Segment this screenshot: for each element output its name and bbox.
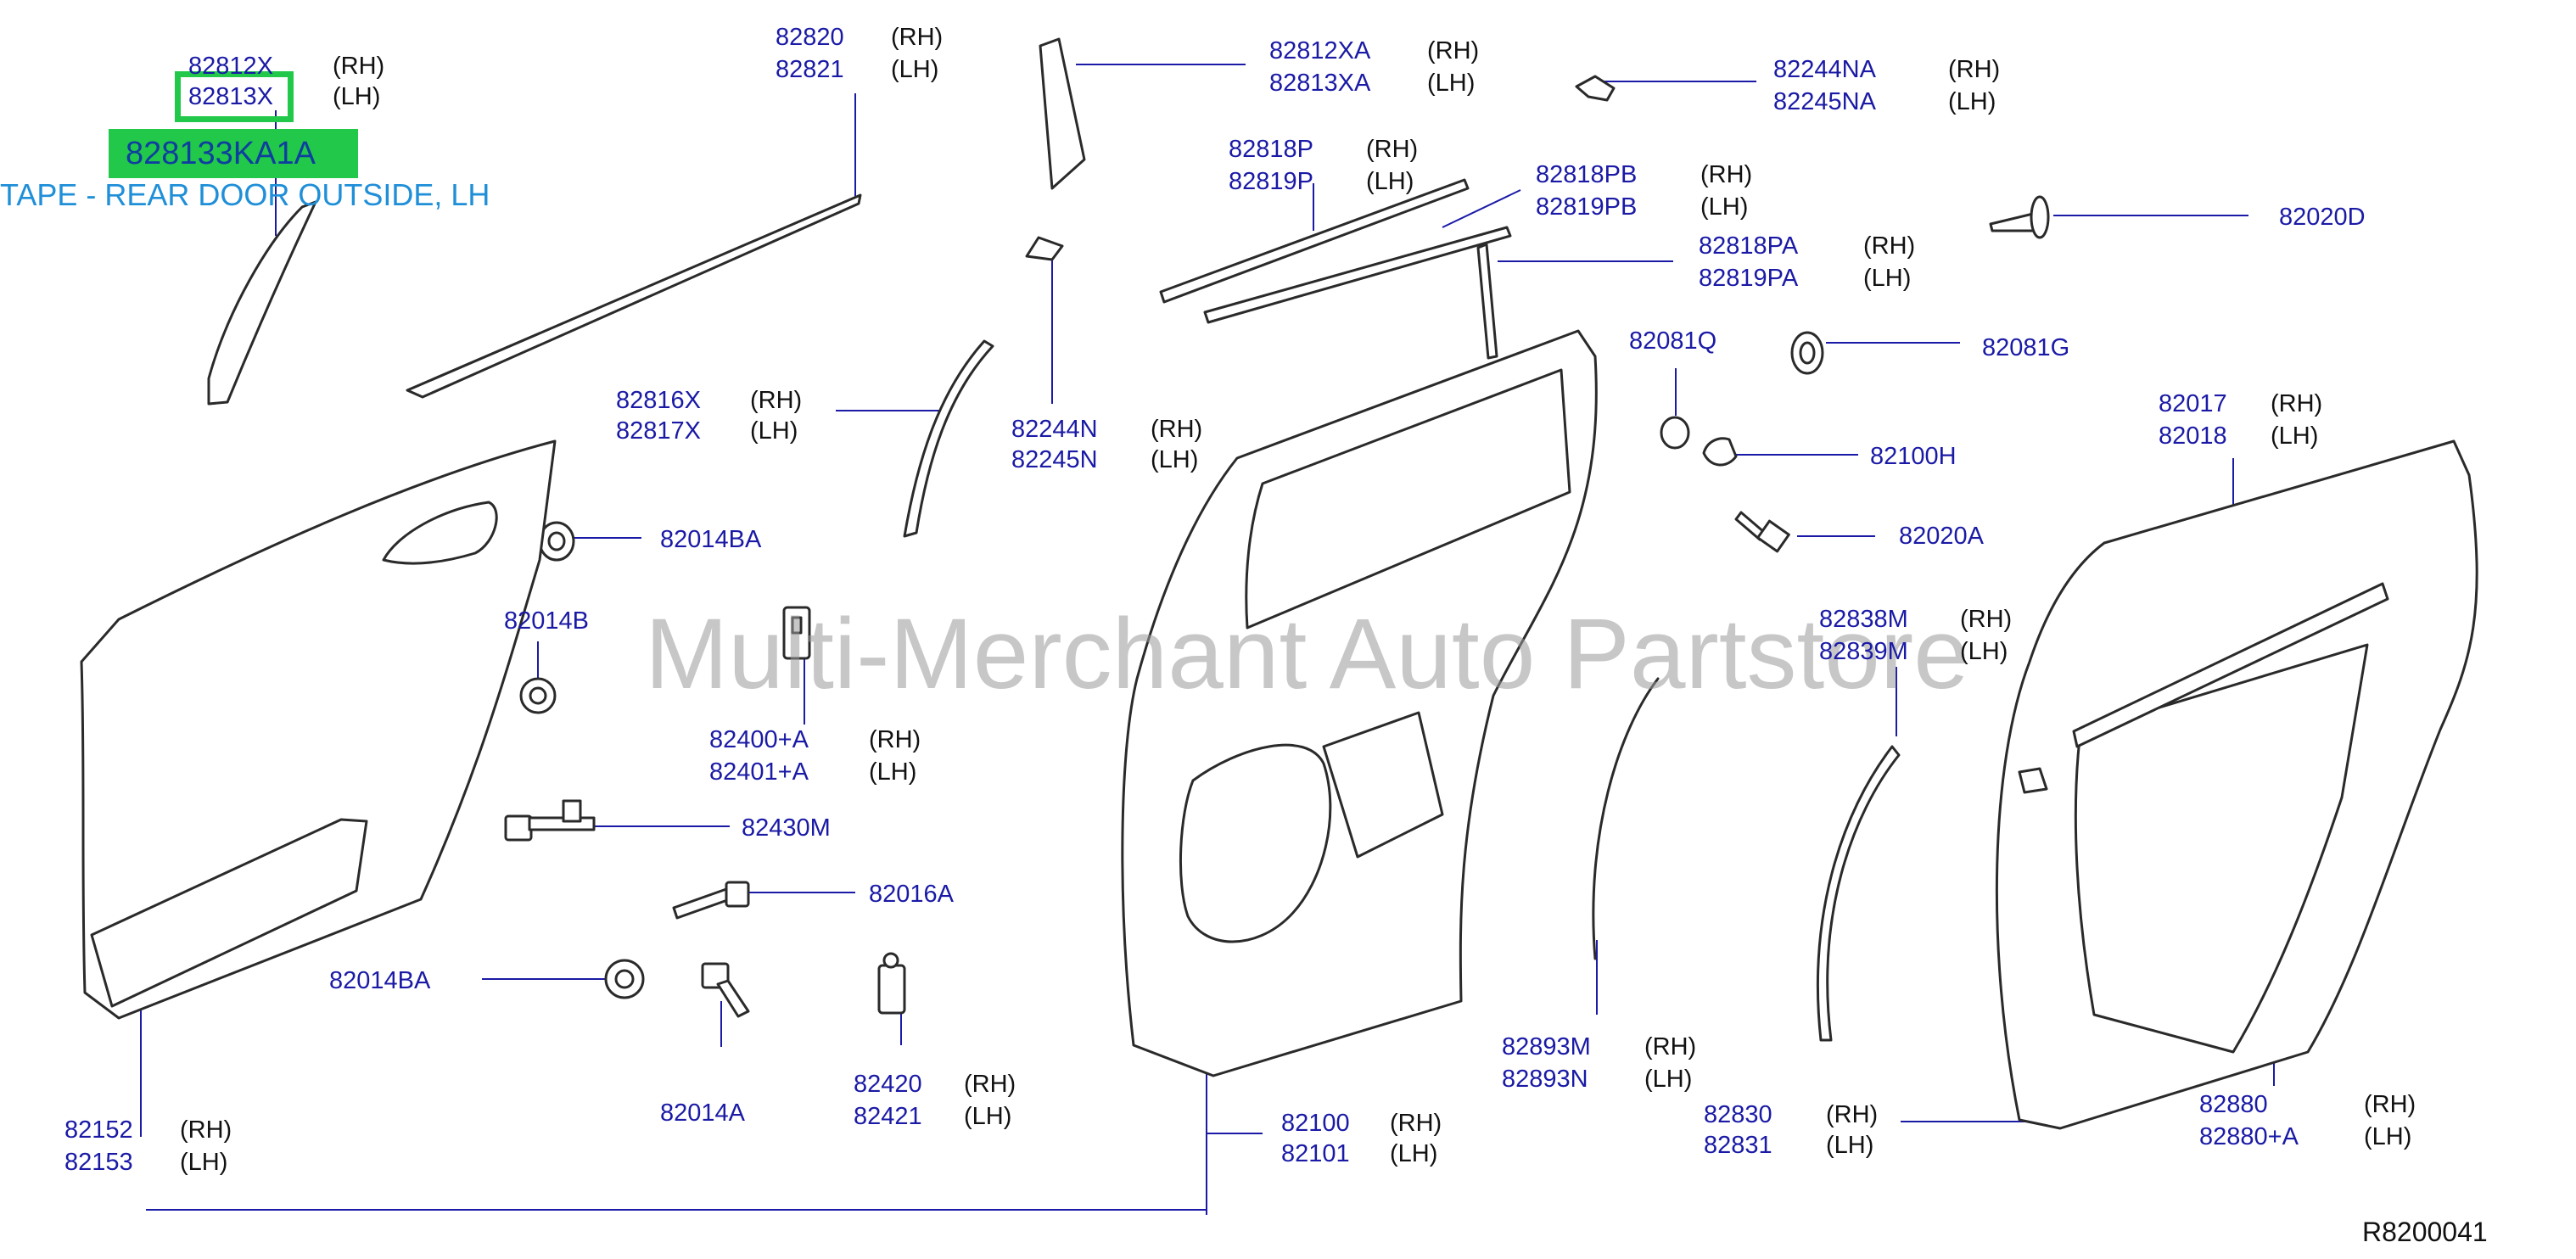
part-drawings [80, 37, 2478, 1130]
part-number[interactable]: 82100H [1870, 443, 1957, 470]
side-lh: (LH) [333, 83, 381, 110]
part-number-lh[interactable]: 82839M [1819, 638, 1908, 665]
side-lh: (LH) [1960, 638, 2008, 665]
part-number[interactable]: 82081G [1982, 334, 2070, 361]
side-rh: (RH) [1700, 161, 1753, 188]
side-rh: (RH) [750, 387, 803, 414]
part-number-rh[interactable]: 82244NA [1773, 56, 1876, 83]
part-number-lh[interactable]: 82819PB [1536, 193, 1638, 221]
side-rh: (RH) [1390, 1110, 1442, 1137]
side-lh: (LH) [1948, 88, 1996, 115]
part-number-rh[interactable]: 82244N [1011, 416, 1098, 443]
part-number[interactable]: 82081Q [1629, 327, 1717, 355]
part-number-rh[interactable]: 82893M [1502, 1033, 1591, 1060]
part-number-rh[interactable]: 82820 [776, 24, 844, 51]
part-number-rh[interactable]: 82017 [2159, 390, 2227, 417]
part-number-lh[interactable]: 82245N [1011, 446, 1098, 473]
side-rh: (RH) [869, 726, 921, 753]
part-number-lh[interactable]: 82813X [188, 83, 273, 110]
part-description: TAPE - REAR DOOR OUTSIDE, LH [0, 177, 490, 212]
part-number-lh[interactable]: 82245NA [1773, 88, 1876, 115]
part-highlight-fill [109, 129, 358, 178]
side-rh: (RH) [333, 53, 385, 80]
part-number[interactable]: 82014A [660, 1100, 745, 1127]
part-highlight-box [175, 71, 294, 122]
side-rh: (RH) [891, 24, 944, 51]
part-number-rh[interactable]: 82830 [1704, 1101, 1772, 1128]
side-rh: (RH) [2271, 390, 2323, 417]
part-number-lh[interactable]: 82831 [1704, 1132, 1772, 1159]
part-number[interactable]: 82016A [869, 881, 954, 908]
side-lh: (LH) [1390, 1140, 1438, 1167]
side-rh: (RH) [180, 1116, 232, 1144]
part-number-lh[interactable]: 82813XA [1269, 70, 1371, 97]
part-number-rh[interactable]: 82812XA [1269, 37, 1371, 64]
part-number-lh[interactable]: 82153 [64, 1149, 133, 1176]
side-lh: (LH) [891, 56, 939, 83]
part-number-rh[interactable]: 82400+A [709, 726, 809, 753]
side-lh: (LH) [750, 417, 798, 445]
part-number-lh[interactable]: 82018 [2159, 422, 2227, 450]
part-number-rh[interactable]: 82880 [2199, 1091, 2268, 1118]
side-lh: (LH) [1427, 70, 1476, 97]
side-rh: (RH) [1960, 606, 2013, 633]
part-number-rh[interactable]: 82818PA [1699, 232, 1799, 260]
part-number[interactable]: 82430M [742, 814, 831, 842]
side-rh: (RH) [1366, 136, 1419, 163]
side-rh: (RH) [1948, 56, 2001, 83]
part-number-rh[interactable]: 82818P [1229, 136, 1313, 163]
part-number-rh[interactable]: 82152 [64, 1116, 133, 1144]
part-number-lh[interactable]: 82819P [1229, 168, 1313, 195]
watermark: Multi-Merchant Auto Partstore [645, 598, 1969, 710]
part-number-rh[interactable]: 82420 [854, 1071, 922, 1098]
side-rh: (RH) [1644, 1033, 1697, 1060]
part-number-rh[interactable]: 82816X [616, 387, 701, 414]
side-rh: (RH) [1826, 1101, 1879, 1128]
part-number[interactable]: 82014B [504, 607, 589, 635]
side-lh: (LH) [1863, 265, 1912, 292]
side-lh: (LH) [180, 1149, 228, 1176]
part-number-rh[interactable]: 82812X [188, 53, 273, 80]
side-lh: (LH) [2364, 1123, 2412, 1150]
part-number-rh[interactable]: 82818PB [1536, 161, 1638, 188]
side-lh: (LH) [1826, 1132, 1874, 1159]
side-lh: (LH) [964, 1103, 1012, 1130]
part-number-rh[interactable]: 82100 [1281, 1110, 1350, 1137]
side-lh: (LH) [1644, 1066, 1693, 1093]
side-rh: (RH) [964, 1071, 1016, 1098]
side-lh: (LH) [1151, 446, 1199, 473]
side-lh: (LH) [2271, 422, 2319, 450]
part-number-lh[interactable]: 82819PA [1699, 265, 1799, 292]
side-rh: (RH) [1427, 37, 1480, 64]
part-number[interactable]: 82014BA [329, 967, 431, 994]
part-number[interactable]: 82014BA [660, 526, 762, 553]
part-number-lh[interactable]: 82401+A [709, 758, 809, 786]
part-number-lh[interactable]: 82421 [854, 1103, 922, 1130]
side-rh: (RH) [2364, 1091, 2416, 1118]
part-number-lh[interactable]: 82880+A [2199, 1123, 2299, 1150]
side-lh: (LH) [1366, 168, 1414, 195]
side-lh: (LH) [1700, 193, 1749, 221]
part-number[interactable]: 82020A [1899, 523, 1984, 550]
diagram-reference-code: R8200041 [2362, 1217, 2488, 1247]
part-number-lh[interactable]: 82893N [1502, 1066, 1588, 1093]
part-number-rh[interactable]: 82838M [1819, 606, 1908, 633]
side-lh: (LH) [869, 758, 917, 786]
side-rh: (RH) [1863, 232, 1916, 260]
part-number-lh[interactable]: 82821 [776, 56, 844, 83]
highlighted-part-number[interactable]: 828133KA1A [126, 136, 316, 171]
part-number[interactable]: 82020D [2279, 204, 2366, 231]
part-number-lh[interactable]: 82817X [616, 417, 701, 445]
part-number-lh[interactable]: 82101 [1281, 1140, 1350, 1167]
side-rh: (RH) [1151, 416, 1203, 443]
